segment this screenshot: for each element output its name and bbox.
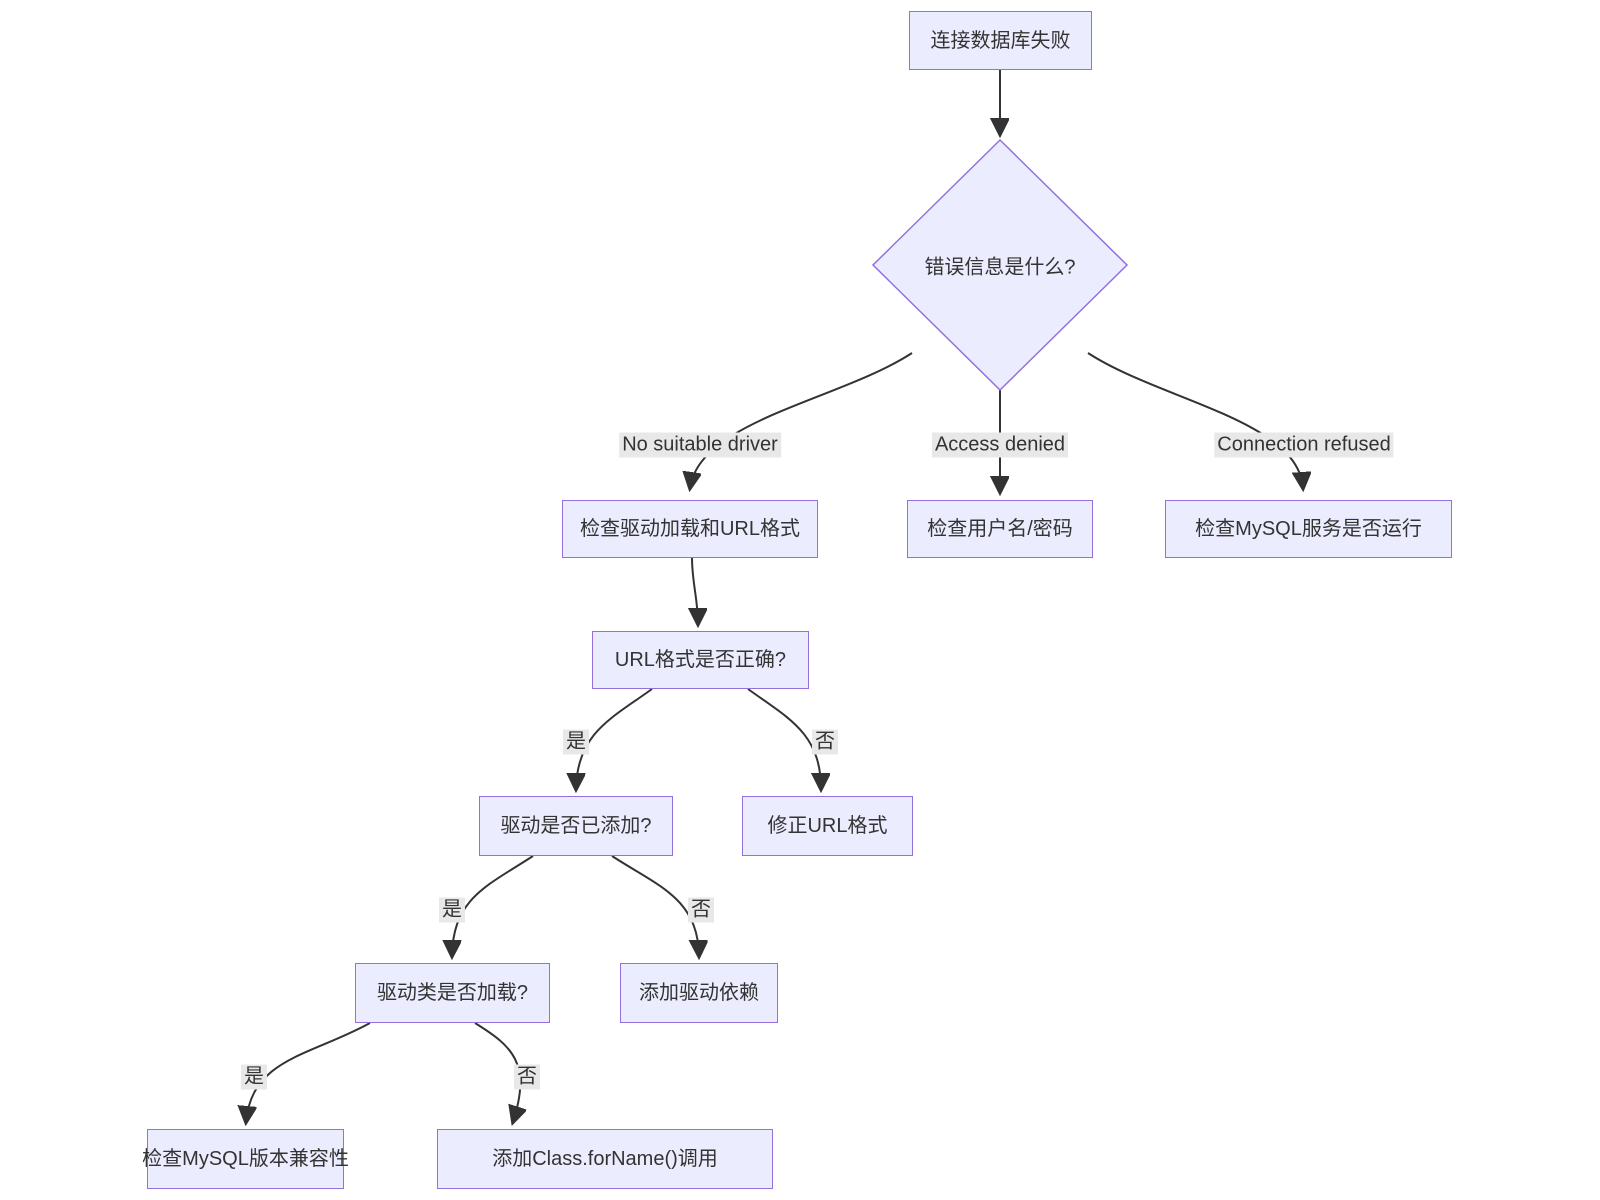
node-check-mysql-version: 检查MySQL版本兼容性	[142, 1129, 349, 1189]
edge-class-loaded-no	[474, 1022, 520, 1122]
edge-url-yes	[576, 688, 653, 789]
edge-label-connection-refused: Connection refused	[1214, 432, 1394, 458]
edge-connection-refused	[1087, 352, 1303, 488]
node-driver-class-loaded: 驱动类是否加载?	[355, 963, 550, 1023]
edge-check-driver-to-urlcheck	[692, 557, 698, 624]
node-check-username-password: 检查用户名/密码	[907, 500, 1093, 558]
edge-label-yes-3: 是	[241, 1064, 267, 1090]
node-check-mysql-service: 检查MySQL服务是否运行	[1165, 500, 1452, 558]
edge-class-loaded-yes	[246, 1022, 371, 1122]
node-check-driver-and-url: 检查驱动加载和URL格式	[562, 500, 818, 558]
edge-driver-added-no	[611, 855, 699, 956]
node-connect-db-failed: 连接数据库失败	[909, 11, 1092, 70]
edge-no-suitable-driver	[690, 352, 913, 488]
decision-diamond-shape	[871, 138, 1129, 392]
node-error-message-question: 错误信息是什么?	[924, 256, 1076, 279]
edge-label-no-2: 否	[688, 897, 714, 923]
edge-label-no-suitable-driver: No suitable driver	[619, 432, 781, 458]
edge-label-yes-1: 是	[563, 729, 589, 755]
edge-label-yes-2: 是	[439, 897, 465, 923]
edge-label-no-3: 否	[514, 1064, 540, 1090]
edge-label-access-denied: Access denied	[931, 432, 1069, 458]
node-add-class-forname: 添加Class.forName()调用	[437, 1129, 773, 1189]
node-add-driver-dependency: 添加驱动依赖	[620, 963, 778, 1023]
node-fix-url-format: 修正URL格式	[742, 796, 913, 856]
node-driver-added: 驱动是否已添加?	[479, 796, 673, 856]
node-url-format-correct: URL格式是否正确?	[592, 631, 809, 689]
edge-label-no-1: 否	[812, 729, 838, 755]
edge-driver-added-yes	[452, 855, 534, 956]
edge-url-no	[747, 688, 821, 789]
